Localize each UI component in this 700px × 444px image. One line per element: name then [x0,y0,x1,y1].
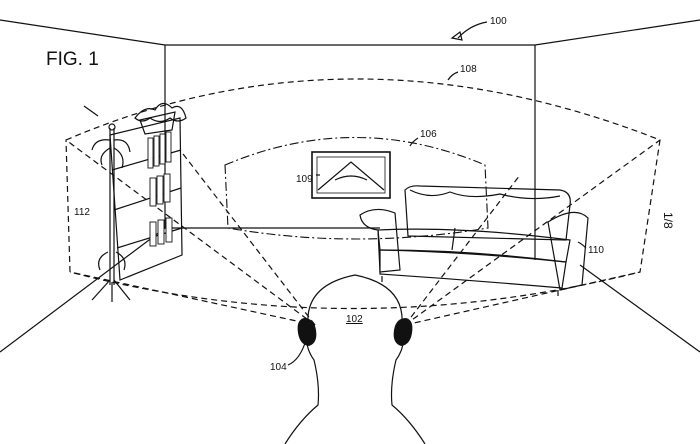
plant [134,102,187,135]
ref-112: 112 [74,207,90,218]
leader-lines [287,21,587,366]
ear-projection-lines [65,139,661,326]
user-head [284,274,426,444]
room-outline [0,19,700,353]
figure-title: FIG. 1 [46,49,99,70]
ref-104: 104 [270,362,287,373]
headphones [297,318,413,346]
sofa [359,185,589,296]
wall-picture [311,151,391,199]
inner-zone-boundary [224,137,489,240]
ref-109: 109 [296,174,313,185]
ref-108: 108 [460,64,477,75]
sheet-number: 1/8 [661,212,675,229]
ref-106: 106 [420,129,437,140]
coat-rack [83,105,131,302]
ref-100: 100 [490,16,507,27]
ref-110: 110 [588,245,604,256]
bookshelf [109,117,183,281]
ref-102: 102 [346,314,363,325]
